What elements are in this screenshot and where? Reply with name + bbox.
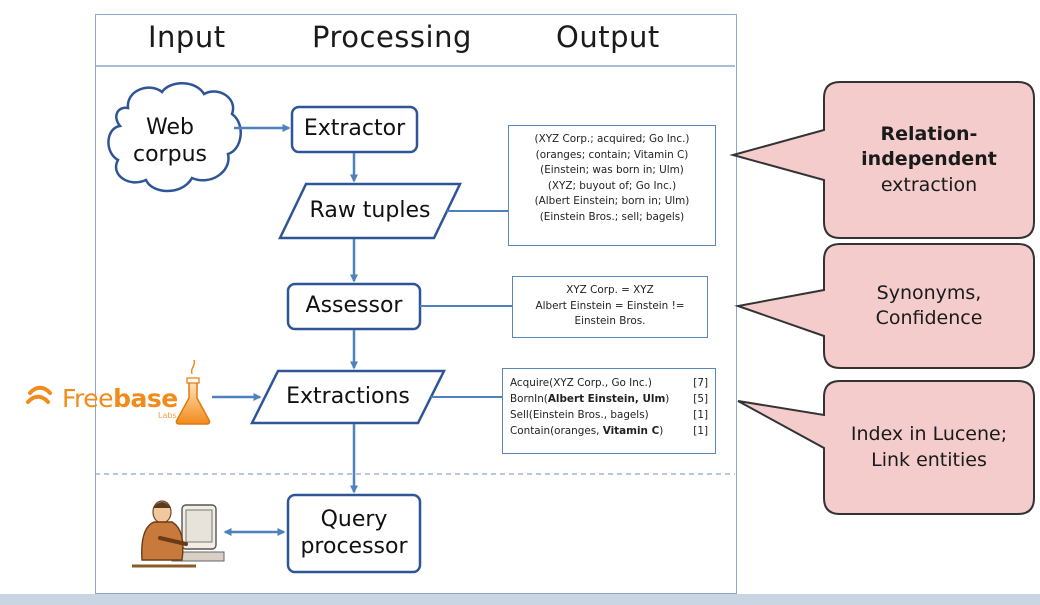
callout-synonyms-line2: Confidence [875,307,983,329]
extraction-count: [1] [693,425,708,438]
extraction-row: BornIn(Albert Einstein, Ulm) [5] [510,391,708,407]
raw-tuple-item: (Einstein Bros.; sell; bagels) [539,211,685,224]
extractions-node [249,369,447,425]
synonym-item: Einstein Bros. [574,315,646,328]
web-corpus-cloud [107,82,242,193]
raw-tuple-item: (Einstein; was born in; Ulm) [540,164,684,177]
raw-tuples-node [278,182,462,240]
extraction-text: Sell(Einstein Bros., bagels) [510,409,649,422]
extraction-bold: Vitamin C [602,425,660,438]
freebase-word-bold: base [113,384,178,413]
callout-index-bubble [737,380,1035,515]
callout-index: Index in Lucene; Link entities [830,387,1028,508]
extraction-text-end: ) [665,393,670,406]
synonym-item: Albert Einstein = Einstein != [535,299,685,312]
query-processor-node [286,493,422,574]
freebase-wordmark: Freebase [62,384,178,413]
synonyms-list: XYZ Corp. = XYZ Albert Einstein = Einste… [512,276,708,338]
callout-index-line1: Index in Lucene; [850,423,1008,446]
extraction-count: [1] [693,409,708,422]
flask-icon [175,359,211,425]
callout-synonyms: Synonyms, Confidence [830,250,1028,362]
header-input: Input [148,20,226,54]
synonym-item: XYZ Corp. = XYZ [566,284,654,296]
callout-relation-bubble [729,81,1035,239]
extraction-row: Acquire(XYZ Corp., Go Inc.) [7] [510,375,708,391]
extraction-text: Acquire(XYZ Corp., Go Inc.) [510,377,652,389]
extractions-list: Acquire(XYZ Corp., Go Inc.) [7] BornIn(A… [502,368,716,454]
callout-relation: Relation- independent extraction [830,88,1028,232]
freebase-wave-icon [26,385,52,404]
person-at-computer-icon [132,500,225,568]
callout-synonyms-line1: Synonyms, [876,281,982,304]
extraction-count: [5] [693,393,708,406]
extraction-count: [7] [693,377,708,389]
extraction-text: Contain(oranges, [510,425,603,438]
extractor-node [290,105,419,154]
callout-synonyms-bubble [734,243,1035,369]
raw-tuple-item: (Albert Einstein; born in; Ulm) [534,195,690,208]
extraction-row: Contain(oranges, Vitamin C) [1] [510,423,708,439]
callout-relation-line3: extraction [880,173,978,196]
bottom-band [0,594,1040,605]
extraction-row: Sell(Einstein Bros., bagels) [1] [510,407,708,423]
raw-tuple-item: (oranges; contain; Vitamin C) [535,148,689,161]
raw-tuple-item: (XYZ Corp.; acquired; Go Inc.) [534,133,690,145]
extraction-text: BornIn( [510,393,548,406]
freebase-labs: Labs [158,411,177,420]
header-processing: Processing [312,20,472,54]
extraction-bold: Albert Einstein, Ulm [547,393,666,406]
callout-index-line2: Link entities [871,448,987,471]
raw-tuple-item: (XYZ; buyout of; Go Inc.) [547,179,677,192]
callout-relation-line2: independent [861,148,997,171]
extraction-text-end: ) [659,425,664,438]
freebase-word-light: Free [62,384,114,413]
header-output: Output [556,20,660,54]
freebase-logo: Freebase Labs [8,375,248,421]
assessor-node [286,282,422,331]
raw-tuples-list: (XYZ Corp.; acquired; Go Inc.) (oranges;… [508,125,716,246]
callout-relation-line1: Relation- [880,123,978,146]
